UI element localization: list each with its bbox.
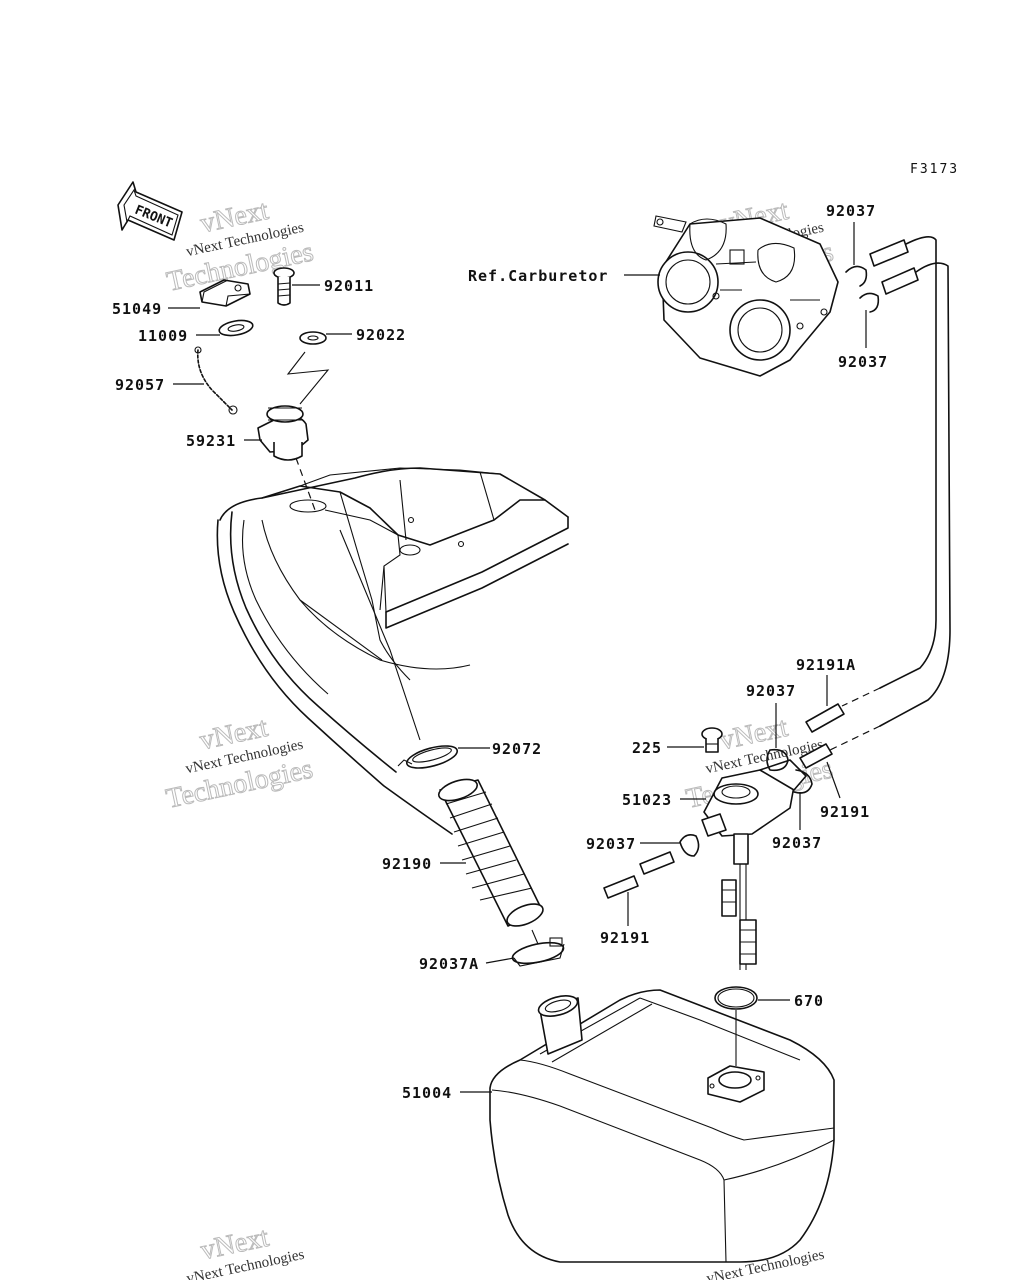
part-92191-hose-right [799, 743, 833, 769]
part-92022-washer [299, 331, 327, 345]
watermark-mid-left: vNext Technologies vNext Technologies [163, 711, 316, 815]
part-92191-hose-lower [603, 851, 675, 899]
part-carb-hose-stubs [869, 239, 919, 295]
figure-number: F3173 [910, 162, 959, 177]
leader-92037A [485, 957, 515, 964]
leader-92191-right [826, 761, 841, 799]
part-92191A-hose [805, 703, 845, 733]
part-92037-clamp-valve-right [793, 769, 813, 794]
part-51023-fuel-valve [701, 759, 807, 970]
carburetor-assembly [653, 215, 839, 377]
part-11009-gasket [218, 319, 254, 337]
part-92057-strap [194, 346, 238, 415]
callout-ref-carburetor: Ref.Carburetor [468, 267, 608, 285]
part-92037-clamp-valve-top [766, 748, 789, 772]
callout-92190: 92190 [382, 855, 432, 873]
part-92037-clamp-valve-left [679, 834, 700, 857]
front-arrow-icon: FRONT [117, 181, 183, 241]
callout-51023: 51023 [622, 791, 672, 809]
part-92037-clamp-carb-top [845, 265, 868, 287]
callout-92037-carb-bottom: 92037 [838, 353, 888, 371]
callout-92191-low: 92191 [600, 929, 650, 947]
part-51049-cap [199, 279, 251, 307]
callout-92037A: 92037A [419, 955, 479, 973]
callout-670: 670 [794, 992, 824, 1010]
fuel-line-long-1 [879, 236, 937, 689]
callout-92037-mid-right: 92037 [772, 834, 822, 852]
part-92037A-clamp [511, 937, 565, 967]
callout-92191-right: 92191 [820, 803, 870, 821]
callout-92057: 92057 [115, 376, 165, 394]
part-59231-filler-neck [257, 405, 309, 461]
guide-line-clamp [531, 929, 539, 945]
part-92190-filler-hose [437, 778, 544, 927]
part-670-o-ring [714, 986, 758, 1010]
callout-51049: 51049 [112, 300, 162, 318]
hull-outline [216, 467, 569, 835]
callout-92022: 92022 [356, 326, 406, 344]
callout-92037-mid-left: 92037 [586, 835, 636, 853]
callout-92037-mid-top: 92037 [746, 682, 796, 700]
watermark-bottom-left: vNext Technologies vNext [185, 1221, 306, 1280]
fuel-line-dash-2 [829, 725, 881, 751]
guide-dash-1 [295, 457, 316, 511]
fuel-line-long-2 [879, 262, 951, 727]
fuel-line-dash-1 [841, 687, 881, 707]
callout-51004: 51004 [402, 1084, 452, 1102]
part-225-screw [701, 727, 723, 753]
callout-92011: 92011 [324, 277, 374, 295]
callout-225: 225 [632, 739, 662, 757]
guide-line-hull [339, 529, 421, 741]
part-92072-clamp [397, 745, 459, 769]
callout-11009: 11009 [138, 327, 188, 345]
callout-92072: 92072 [492, 740, 542, 758]
part-92011-bolt [273, 267, 295, 306]
zigzag-guide [286, 351, 330, 405]
callout-92037-carb-top: 92037 [826, 202, 876, 220]
callout-59231: 59231 [186, 432, 236, 450]
part-92037-clamp-carb-bottom [859, 292, 880, 313]
callout-92191A: 92191A [796, 656, 856, 674]
part-51004-fuel-tank [489, 989, 835, 1263]
